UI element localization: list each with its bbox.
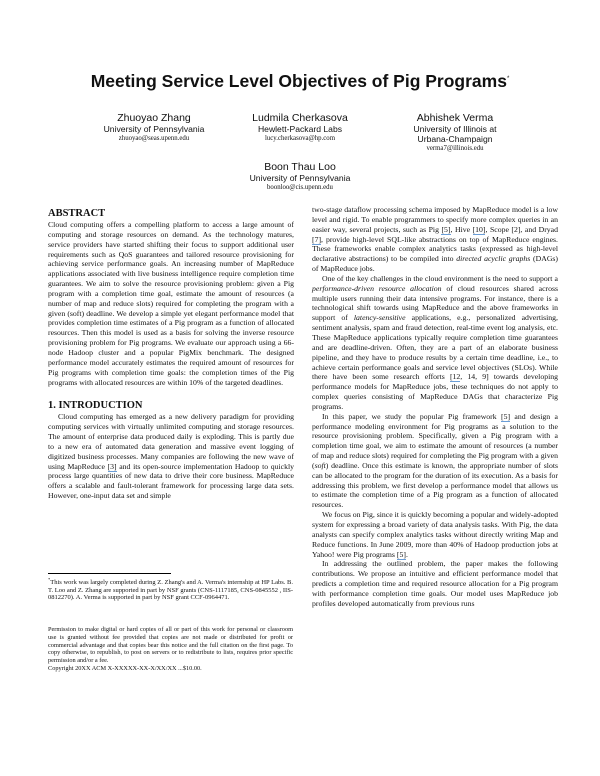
author-2: Ludmila Cherkasova Hewlett-Packard Labs … (200, 112, 400, 144)
citation-link[interactable]: [5] (396, 549, 406, 560)
emphasis: latency-sensitive (353, 313, 406, 323)
title-footnote-mark: * (506, 76, 510, 83)
text-run: We focus on Pig, since it is quickly bec… (312, 510, 558, 559)
copyright-line: Copyright 20XX ACM X-XXXXX-XX-X/XX/XX ..… (48, 664, 202, 672)
permission-text: Permission to make digital or hard copie… (48, 626, 293, 665)
author-name: Boon Thau Loo (264, 161, 336, 173)
text-run: and design a performance modeling enviro… (312, 411, 558, 470)
paragraph: We focus on Pig, since it is quickly bec… (312, 510, 558, 560)
author-email: zhuoyao@seas.upenn.edu (118, 135, 190, 142)
text-run: , Hive (450, 224, 473, 234)
title-text: Meeting Service Level Objectives of Pig … (90, 71, 507, 91)
paragraph: In addressing the outlined problem, the … (312, 559, 558, 608)
author-affiliation: University of Pennsylvania (103, 124, 205, 134)
right-column: two-stage dataflow processing schema imp… (312, 205, 558, 609)
text-run: One of the key challenges in the cloud e… (322, 273, 558, 283)
author-affiliation: Hewlett-Packard Labs (257, 124, 343, 134)
paragraph: Cloud computing offers a compelling plat… (48, 220, 294, 387)
citation-link[interactable]: [5] (501, 411, 511, 422)
author-name: Zhuoyao Zhang (117, 112, 191, 124)
paragraph: In this paper, we study the popular Pig … (312, 411, 558, 510)
text-run: applications, e.g., personalized adverti… (312, 313, 558, 382)
citation-link[interactable]: [7] (312, 234, 322, 245)
paragraph: two-stage dataflow processing schema imp… (312, 205, 558, 274)
introduction-body-right: two-stage dataflow processing schema imp… (312, 205, 558, 609)
paper-title: Meeting Service Level Objectives of Pig … (0, 71, 600, 92)
text-run: , provide high-level SQL-like abstractio… (312, 234, 558, 264)
author-email: lucy.cherkasova@hp.com (265, 135, 335, 142)
author-name: Ludmila Cherkasova (252, 112, 348, 124)
text-run: In addressing the outlined problem, the … (312, 559, 558, 608)
citation-link[interactable]: [5] (441, 224, 451, 235)
author-name: Abhishek Verma (416, 112, 494, 124)
author-affiliation: Urbana-Champaign (417, 134, 493, 144)
emphasis: soft (314, 460, 326, 470)
permission-notice: Permission to make digital or hard copie… (48, 626, 293, 673)
footnote-text: This work was largely completed during Z… (48, 579, 293, 602)
author-email: verma7@illinois.edu (426, 145, 484, 152)
author-3: Abhishek Verma University of Illinois at… (355, 112, 555, 154)
author-4: Boon Thau Loo University of Pennsylvania… (200, 161, 400, 193)
introduction-body-left: Cloud computing has emerged as a new del… (48, 412, 294, 501)
author-1: Zhuoyao Zhang University of Pennsylvania… (54, 112, 254, 144)
emphasis: directed acyclic graphs (456, 254, 531, 264)
paragraph: Cloud computing has emerged as a new del… (48, 412, 294, 501)
author-affiliation: University of Pennsylvania (249, 173, 351, 183)
text-run: Cloud computing offers a compelling plat… (48, 220, 294, 387)
citation-link[interactable]: [12 (449, 372, 461, 383)
citation-link[interactable]: [3] (107, 461, 117, 472)
text-run: , Scope [2], and Dryad (485, 224, 558, 234)
text-run: two-stage dataflow processing schema imp… (312, 205, 558, 234)
text-run: . (405, 549, 408, 559)
left-column: ABSTRACT Cloud computing offers a compel… (48, 207, 294, 501)
text-run: , 14, 9] towards developing performance … (312, 372, 558, 411)
footnote-mark: * (48, 577, 51, 582)
text-run: of cloud resources shared across multipl… (312, 283, 559, 323)
author-email: boonloo@cis.upenn.edu (267, 184, 333, 191)
emphasis: performance-driven resource allocation (312, 283, 442, 293)
footnote-divider (48, 573, 171, 574)
citation-link[interactable]: [10] (472, 224, 486, 235)
text-run: and its open-source implementation Hadoo… (48, 461, 294, 501)
author-affiliation: University of Illinois at (413, 124, 497, 134)
abstract-body: Cloud computing offers a compelling plat… (48, 220, 294, 387)
text-run: ) deadline. Once this estimate is known,… (312, 460, 558, 510)
paragraph: One of the key challenges in the cloud e… (312, 274, 558, 412)
footnote: *This work was largely completed during … (48, 576, 293, 602)
abstract-heading: ABSTRACT (48, 208, 106, 219)
text-run: (DAGs) of MapReduce jobs. (312, 254, 559, 274)
introduction-heading: 1. INTRODUCTION (48, 400, 143, 412)
text-run: Cloud computing has emerged as a new del… (48, 412, 294, 471)
text-run: In this paper, we study the popular Pig … (322, 411, 501, 421)
